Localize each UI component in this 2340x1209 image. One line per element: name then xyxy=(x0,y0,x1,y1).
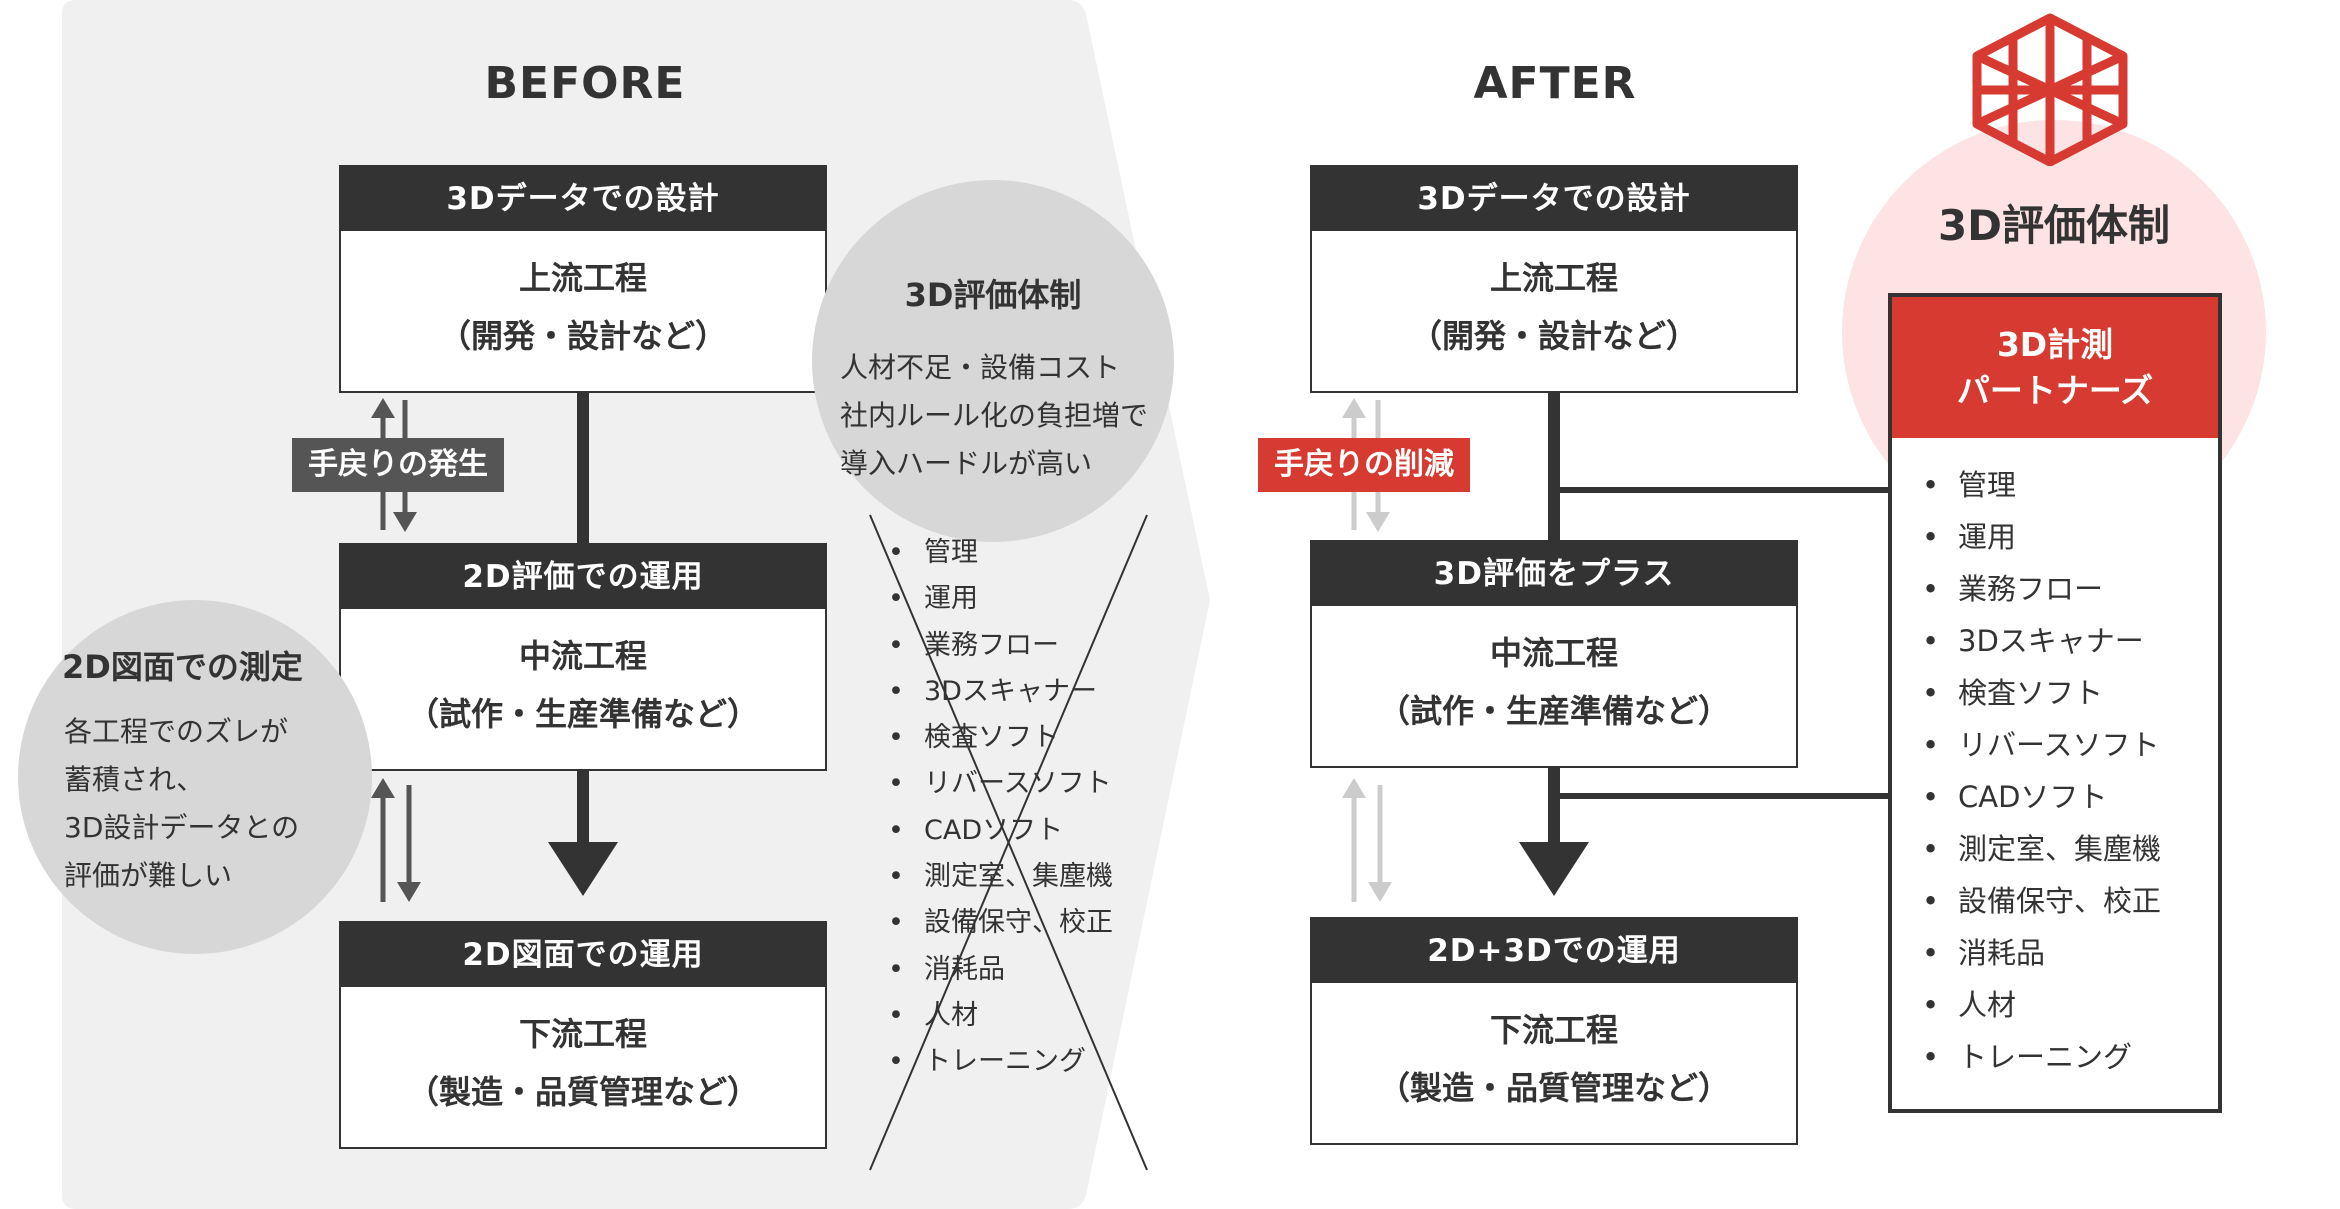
cross-out-lines xyxy=(869,514,1148,1171)
before-title: BEFORE xyxy=(484,58,686,109)
partner-header: 3D計測 パートナーズ xyxy=(1892,297,2218,438)
left-circle-line: 蓄積され、 xyxy=(64,763,205,796)
box-line2: （試作・生産準備など） xyxy=(406,695,759,733)
box-header: 2D+3Dでの運用 xyxy=(1312,919,1796,983)
left-circle-title: 2D図面での測定 xyxy=(62,648,303,686)
list-item: 設備保守、校正 xyxy=(1922,875,2161,927)
list-item: 検査ソフト xyxy=(888,715,1113,762)
list-item: リバースソフト xyxy=(888,761,1113,808)
partner-item-list: 管理 運用 業務フロー 3Dスキャナー 検査ソフト リバースソフト CADソフト… xyxy=(1922,459,2161,1083)
after-downstream-box: 2D+3Dでの運用 下流工程 （製造・品質管理など） xyxy=(1310,917,1798,1145)
list-item: 消耗品 xyxy=(888,947,1113,994)
box-line1: 下流工程 xyxy=(518,1015,647,1053)
box-line2: （開発・設計など） xyxy=(1409,317,1698,355)
list-item: 3Dスキャナー xyxy=(1922,615,2161,667)
list-item: 人材 xyxy=(1922,979,2161,1031)
hexagon-cube-logo-icon xyxy=(1972,13,2128,166)
before-connectors xyxy=(371,390,618,902)
box-line1: 中流工程 xyxy=(518,637,647,675)
box-line1: 下流工程 xyxy=(1489,1011,1618,1049)
right-circle-line: 導入ハードルが高い xyxy=(840,447,1093,480)
partner-header-line2: パートナーズ xyxy=(1956,371,2154,410)
box-line1: 上流工程 xyxy=(1489,259,1618,297)
left-circle-line: 各工程でのズレが xyxy=(64,715,289,748)
before-right-circle xyxy=(812,180,1174,542)
list-item: トレーニング xyxy=(1922,1031,2161,1083)
list-item: 管理 xyxy=(1922,459,2161,511)
after-rework-tag: 手戻りの削減 xyxy=(1258,438,1470,492)
list-item: 測定室、集塵機 xyxy=(1922,823,2161,875)
after-title: AFTER xyxy=(1473,58,1637,109)
list-item: 検査ソフト xyxy=(1922,667,2161,719)
list-item: 業務フロー xyxy=(1922,563,2161,615)
after-upstream-box: 3Dデータでの設計 上流工程 （開発・設計など） xyxy=(1310,165,1798,393)
list-item: リバースソフト xyxy=(1922,719,2161,771)
before-midstream-box: 2D評価での運用 中流工程 （試作・生産準備など） xyxy=(339,543,827,771)
list-item: 運用 xyxy=(1922,511,2161,563)
left-circle-line: 3D設計データとの xyxy=(64,811,300,844)
box-line2: （開発・設計など） xyxy=(438,317,727,355)
list-item: トレーニング xyxy=(888,1039,1113,1086)
box-line2: （製造・品質管理など） xyxy=(406,1073,759,1111)
right-circle-line: 社内ルール化の負担増で xyxy=(840,399,1149,432)
box-header: 3Dデータでの設計 xyxy=(1312,167,1796,231)
before-crossed-list: 管理 運用 業務フロー 3Dスキャナー 検査ソフト リバースソフト CADソフト… xyxy=(888,530,1113,1086)
right-circle-title: 3D評価体制 xyxy=(904,276,1082,314)
partner-box: 3D計測 パートナーズ 管理 運用 業務フロー 3Dスキャナー 検査ソフト リバ… xyxy=(1888,293,2222,1113)
list-item: 業務フロー xyxy=(888,623,1113,670)
right-circle-text: 人材不足・設備コスト 社内ルール化の負担増で 導入ハードルが高い xyxy=(840,344,1148,488)
before-left-circle xyxy=(18,600,372,954)
right-circle-line: 人材不足・設備コスト xyxy=(840,351,1121,384)
before-upstream-box: 3Dデータでの設計 上流工程 （開発・設計など） xyxy=(339,165,827,393)
box-line2: （試作・生産準備など） xyxy=(1377,692,1730,730)
box-header: 2D図面での運用 xyxy=(341,923,825,987)
left-circle-text: 各工程でのズレが 蓄積され、 3D設計データとの 評価が難しい xyxy=(64,708,299,900)
list-item: CADソフト xyxy=(1922,771,2161,823)
list-item: 人材 xyxy=(888,993,1113,1040)
box-line2: （製造・品質管理など） xyxy=(1377,1069,1730,1107)
box-header: 3Dデータでの設計 xyxy=(341,167,825,231)
list-item: 設備保守、校正 xyxy=(888,900,1113,947)
box-header: 3D評価をプラス xyxy=(1312,542,1796,606)
box-header: 2D評価での運用 xyxy=(341,545,825,609)
after-midstream-box: 3D評価をプラス 中流工程 （試作・生産準備など） xyxy=(1310,540,1798,768)
after-system-title: 3D評価体制 xyxy=(1937,201,2171,250)
left-circle-line: 評価が難しい xyxy=(64,859,233,892)
list-item: 運用 xyxy=(888,576,1113,623)
partner-header-line1: 3D計測 xyxy=(1996,325,2114,364)
box-line1: 中流工程 xyxy=(1489,634,1618,672)
list-item: CADソフト xyxy=(888,808,1113,855)
list-item: 消耗品 xyxy=(1922,927,2161,979)
before-downstream-box: 2D図面での運用 下流工程 （製造・品質管理など） xyxy=(339,921,827,1149)
box-line1: 上流工程 xyxy=(518,259,647,297)
before-rework-tag: 手戻りの発生 xyxy=(292,438,504,492)
